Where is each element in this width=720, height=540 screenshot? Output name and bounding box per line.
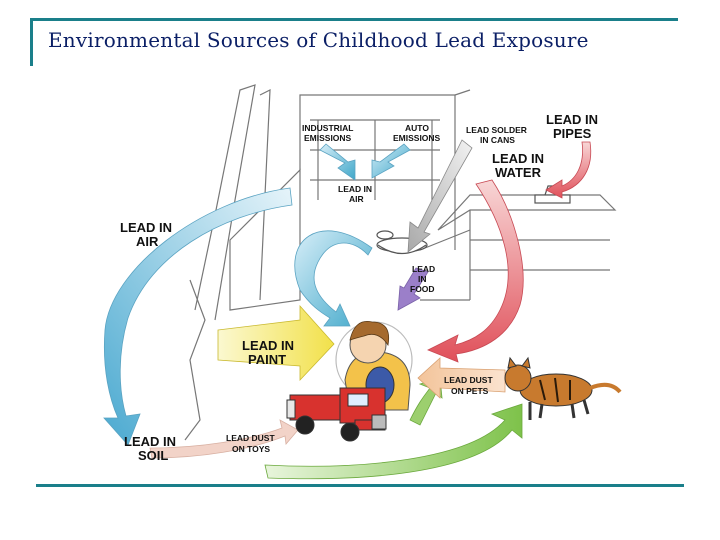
- lead-in-paint-label-2: PAINT: [248, 352, 286, 367]
- title-left-rule: [30, 18, 33, 66]
- pipes-arrow: [545, 141, 592, 199]
- cat-icon: [504, 356, 622, 420]
- food-arrow: [397, 267, 429, 311]
- lead-solder-label-2: IN CANS: [480, 135, 515, 145]
- lead-in-food-label-3: FOOD: [410, 284, 435, 294]
- industrial-emissions-label-1: INDUSTRIAL: [302, 123, 353, 133]
- lead-solder-arrow: [407, 139, 473, 253]
- lead-in-air-label-1: LEAD IN: [120, 220, 172, 235]
- slide-title: Environmental Sources of Childhood Lead …: [48, 28, 589, 52]
- lead-in-pipes-label-2: PIPES: [553, 126, 592, 141]
- lead-in-soil-label-1: LEAD IN: [124, 434, 176, 449]
- auto-emissions-label-2: EMISSIONS: [393, 133, 441, 143]
- lead-solder-label-1: LEAD SOLDER: [466, 125, 527, 135]
- lead-in-water-label-2: WATER: [495, 165, 542, 180]
- lead-in-food-label-2: IN: [418, 274, 427, 284]
- title-frame: Environmental Sources of Childhood Lead …: [30, 18, 678, 66]
- air-to-soil-arrow: [103, 187, 293, 446]
- lead-in-food-label-1: LEAD: [412, 264, 435, 274]
- diagram-labels: LEAD IN AIR INDUSTRIAL EMISSIONS AUTO EM…: [120, 112, 598, 463]
- industrial-emissions-arrow: [319, 143, 356, 181]
- auto-emissions-arrow: [371, 143, 411, 179]
- lead-dust-toys-label-2: ON TOYS: [232, 444, 270, 454]
- fire-truck-icon: [286, 387, 387, 442]
- industrial-emissions-label-2: EMISSIONS: [304, 133, 352, 143]
- green-arrow: [264, 403, 523, 480]
- lead-in-soil-label-2: SOIL: [138, 448, 168, 463]
- lead-in-paint-label-1: LEAD IN: [242, 338, 294, 353]
- lead-dust-toys-label-1: LEAD DUST: [226, 433, 275, 443]
- auto-emissions-label-1: AUTO: [405, 123, 429, 133]
- lead-in-air-small-label-2: AIR: [349, 194, 364, 204]
- bottom-rule: [36, 484, 684, 487]
- title-top-rule: [30, 18, 678, 21]
- lead-dust-pets-label-1: LEAD DUST: [444, 375, 493, 385]
- lead-in-pipes-label-1: LEAD IN: [546, 112, 598, 127]
- water-arrow: [427, 179, 524, 363]
- lead-in-water-label-1: LEAD IN: [492, 151, 544, 166]
- paint-arrow: [217, 304, 335, 382]
- lead-dust-pets-label-2: ON PETS: [451, 386, 489, 396]
- air-to-child-arrow: [294, 230, 373, 327]
- lead-in-air-small-label-1: LEAD IN: [338, 184, 372, 194]
- toys-arrow: [149, 419, 299, 459]
- lead-in-air-label-2: AIR: [136, 234, 159, 249]
- pets-arrow: [417, 357, 506, 399]
